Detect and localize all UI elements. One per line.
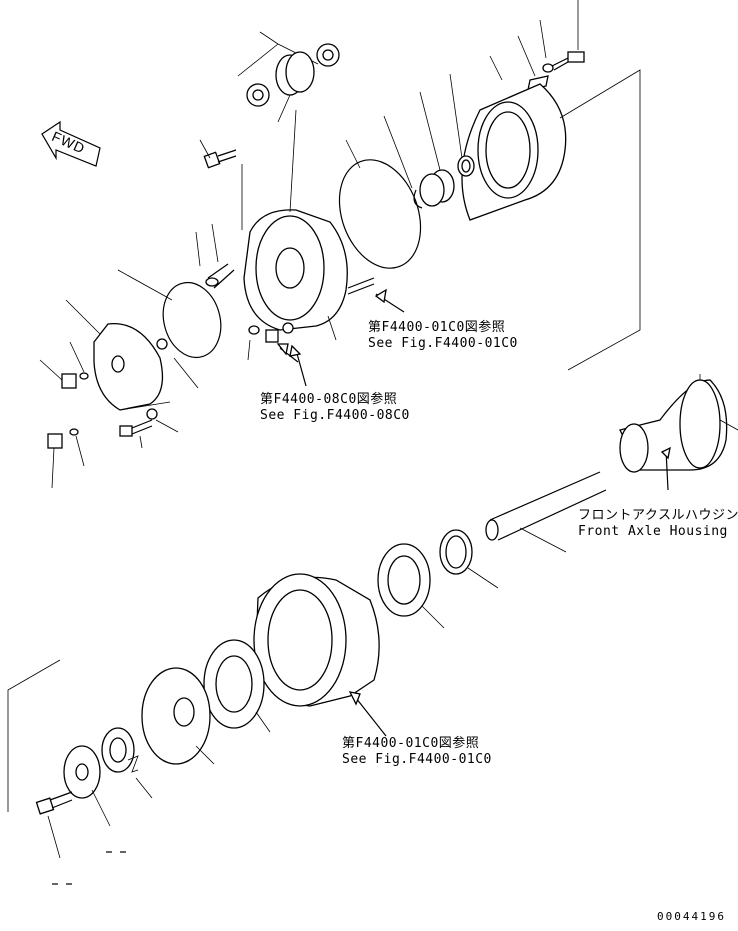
fill-plug [47,428,85,489]
reference-label-3-jp: フロントアクスルハウジング [578,508,738,523]
o-ring-mid [117,269,222,359]
bearing-pair-top [237,31,340,123]
o-ring-large [338,139,422,269]
wheel-hub [253,573,387,737]
snap-ring-small [449,73,475,177]
reference-label-3: フロントアクスルハウジング Front Axle Housing [578,508,738,540]
hub-bearing [203,639,271,733]
reference-label-2-jp: 第F4400-08C0図参照 [260,392,398,407]
reference-label-2-en: See Fig.F4400-08C0 [260,408,410,423]
cover-plate [65,299,199,433]
snap-ring [383,115,423,209]
hub-bolt [7,659,73,859]
reference-label-4: 第F4400-01C0図参照 See Fig.F4400-01C0 [342,736,492,768]
drain-plug [39,341,89,389]
drawing-number: 00044196 [657,910,726,923]
reference-label-2: 第F4400-08C0図参照 See Fig.F4400-08C0 [260,392,410,424]
needle-bearing [419,91,455,207]
dash-marks [52,851,126,885]
retainer-plate [141,667,215,765]
nut-and-washer [247,322,307,387]
seal-ring [439,529,499,589]
reference-label-1-en: See Fig.F4400-01C0 [368,336,518,351]
lock-plate [101,727,153,799]
reference-label-1-jp: 第F4400-01C0図参照 [368,320,506,335]
reference-label-1: 第F4400-01C0図参照 See Fig.F4400-01C0 [368,320,518,352]
pin [195,223,235,289]
axle-housing [619,374,738,491]
reference-label-3-en: Front Axle Housing [578,524,728,539]
planet-carrier [243,109,348,341]
ring-gear-top [461,55,641,371]
reference-label-4-en: See Fig.F4400-01C0 [342,752,492,767]
reference-label-4-jp: 第F4400-01C0図参照 [342,736,480,751]
bolt-top-right [551,0,585,71]
cover-bolt [119,419,153,449]
roller-bearing [377,543,445,629]
axle-shaft [485,471,607,553]
washer-small-top [517,19,554,91]
bolt-upper-left [199,139,243,230]
shim-washer [63,745,111,827]
stud-bolt [347,277,405,313]
fwd-arrow-icon [41,120,101,167]
